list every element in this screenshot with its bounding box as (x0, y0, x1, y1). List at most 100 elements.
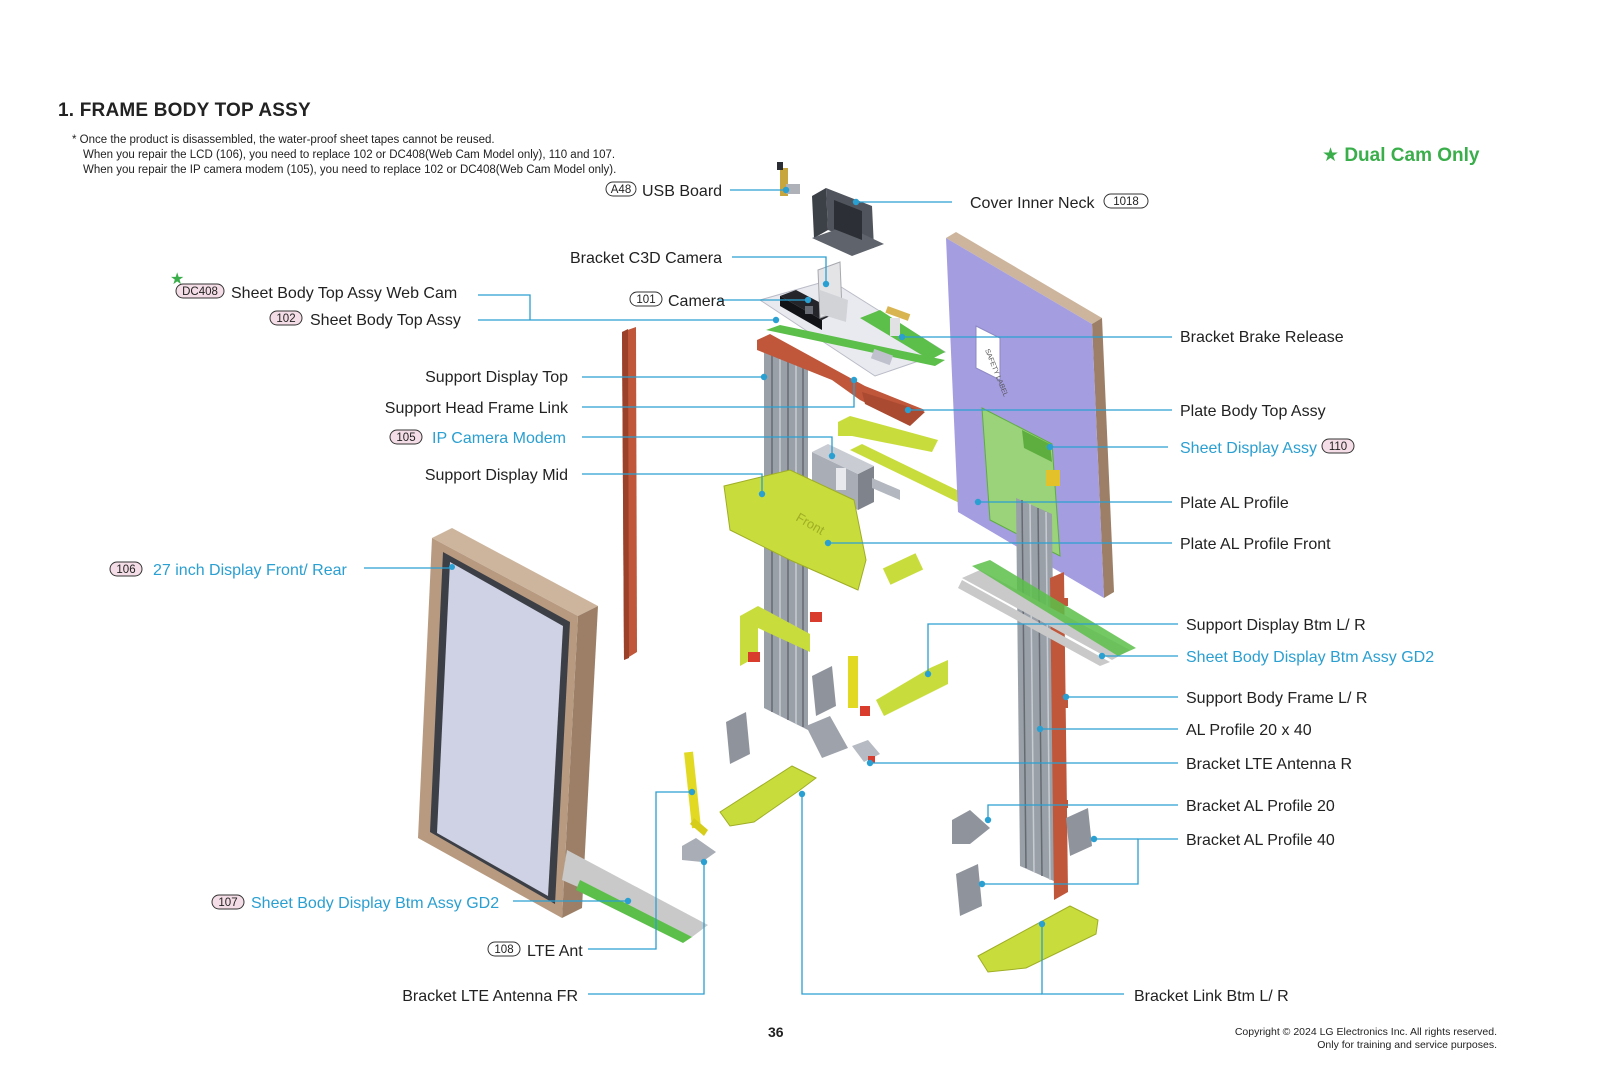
leader-dot (804, 296, 812, 304)
callout-label-al-profile-20x40: AL Profile 20 x 40 (1186, 722, 1312, 739)
leader-line (588, 862, 705, 995)
part-number-badge (389, 429, 423, 445)
leader-dot (852, 198, 860, 206)
leader-dot (1046, 443, 1054, 451)
callout-label-support-display-top: Support Display Top (425, 369, 568, 386)
leader-dot (898, 333, 906, 341)
leader-dot (866, 759, 874, 767)
callout-label-support-body-frame: Support Body Frame L/ R (1186, 690, 1367, 707)
leader-dot (700, 858, 708, 866)
callout-label-usb-board: USB Board (642, 183, 722, 200)
leader-dot (850, 376, 858, 384)
leader-dot (758, 490, 766, 498)
plate-al-profile-front-part (723, 469, 924, 591)
repair-notes: * Once the product is disassembled, the … (72, 133, 616, 178)
callout-label-sheet-body-display-btm-left: Sheet Body Display Btm Assy GD2 (251, 895, 499, 912)
part-number-badge (1103, 193, 1149, 209)
leader-dot (1098, 652, 1106, 660)
al-profile-right-part (1016, 498, 1056, 882)
leader-dot (624, 897, 632, 905)
part-number-text: 105 (396, 432, 415, 444)
part-number-badge (487, 941, 521, 957)
leader-dot (984, 816, 992, 824)
page-number: 36 (768, 1024, 784, 1040)
leader-dot (924, 670, 932, 678)
star-icon: ★ (170, 269, 184, 288)
callout-label-support-head-frame-link: Support Head Frame Link (385, 400, 569, 417)
leader-dot (1036, 725, 1044, 733)
part-number-badge (269, 310, 303, 326)
callout-label-bracket-link-btm: Bracket Link Btm L/ R (1134, 988, 1289, 1005)
callout-label-lte-ant: LTE Ant (527, 943, 583, 960)
usb-board-part (777, 162, 800, 196)
star-icon: ★ (1322, 145, 1340, 166)
callout-label-ip-camera-modem: IP Camera Modem (432, 430, 566, 447)
leader-line (588, 791, 692, 950)
support-display-btm-left-part (740, 606, 822, 666)
plate-al-profile-part (838, 416, 990, 512)
callout-label-plate-body-top-assy: Plate Body Top Assy (1180, 403, 1326, 420)
callout-label-support-display-mid: Support Display Mid (425, 467, 568, 484)
leader-dot (822, 280, 830, 288)
part-number-badge (1321, 438, 1355, 454)
leader-dot (798, 790, 806, 798)
leader-dot (772, 316, 780, 324)
callout-label-bracket-c3d-camera: Bracket C3D Camera (570, 250, 722, 267)
leader-dot (688, 788, 696, 796)
callout-label-cover-inner-neck: Cover Inner Neck (970, 195, 1095, 212)
display-rear-part: SAFETY LABEL (946, 232, 1114, 598)
callout-label-sheet-body-top-assy-web-cam: Sheet Body Top Assy Web Cam (231, 285, 457, 302)
leader-dot (904, 406, 912, 414)
callout-label-sheet-display-assy: Sheet Display Assy (1180, 440, 1317, 457)
leader-line (927, 623, 1178, 674)
callout-dots (624, 186, 1106, 928)
leader-dot (1062, 693, 1070, 701)
part-number-text: A48 (611, 184, 631, 196)
bracket-lte-antenna-fr-part (682, 838, 716, 862)
display-front-part (418, 528, 708, 943)
callout-label-bracket-lte-antenna-fr: Bracket LTE Antenna FR (402, 988, 578, 1005)
part-number-text: DC408 (182, 286, 218, 298)
callout-labels: A48 USB Board Cover Inner Neck 1018 Brac… (109, 181, 1434, 1005)
callout-label-plate-al-profile-front: Plate AL Profile Front (1180, 536, 1331, 553)
leader-line (987, 804, 1178, 820)
bracket-c3d-camera-part (817, 261, 848, 322)
callout-lines (364, 189, 1178, 995)
leader-line (582, 473, 763, 494)
callout-label-bracket-al-profile-20: Bracket AL Profile 20 (1186, 798, 1335, 815)
bracket-link-btm-right-part (977, 905, 1099, 973)
callout-label-plate-al-profile: Plate AL Profile (1180, 495, 1289, 512)
part-number-badge (175, 283, 225, 299)
part-number-text: 106 (116, 564, 135, 576)
ip-camera-modem-part (812, 444, 900, 510)
support-body-frame-part (1050, 572, 1068, 900)
part-number-text: 110 (1329, 441, 1347, 453)
dual-cam-label: Dual Cam Only (1344, 145, 1480, 166)
support-head-frame-part (757, 334, 925, 426)
leader-line (582, 380, 855, 408)
copyright-line: Copyright © 2024 LG Electronics Inc. All… (1234, 1026, 1497, 1038)
callout-label-display-front-rear: 27 inch Display Front/ Rear (153, 562, 348, 579)
part-number-text: 107 (218, 897, 237, 909)
leader-dot (828, 452, 836, 460)
part-number-badge (109, 561, 143, 577)
support-rail-left-part (622, 327, 637, 660)
bracket-lte-antenna-r-part (852, 740, 880, 763)
support-display-btm-right-part (848, 656, 948, 716)
callout-label-bracket-lte-antenna-r: Bracket LTE Antenna R (1186, 756, 1352, 773)
leader-line (732, 256, 827, 284)
parts-group: SAFETY LABEL (418, 162, 1136, 973)
leader-dot (974, 498, 982, 506)
leader-dot (978, 880, 986, 888)
leader-dot (824, 539, 832, 547)
part-number-badge (211, 894, 245, 910)
leader-line (801, 794, 1042, 995)
callout-label-bracket-brake-release: Bracket Brake Release (1180, 329, 1344, 346)
bracket-link-btm-left-part (719, 765, 817, 827)
note-line: When you repair the IP camera modem (105… (83, 164, 617, 176)
leader-line (478, 294, 531, 320)
note-line: When you repair the LCD (106), you need … (83, 149, 616, 161)
leader-dot (760, 373, 768, 381)
part-number-text: 1018 (1113, 196, 1139, 208)
part-number-text: 101 (636, 294, 655, 306)
